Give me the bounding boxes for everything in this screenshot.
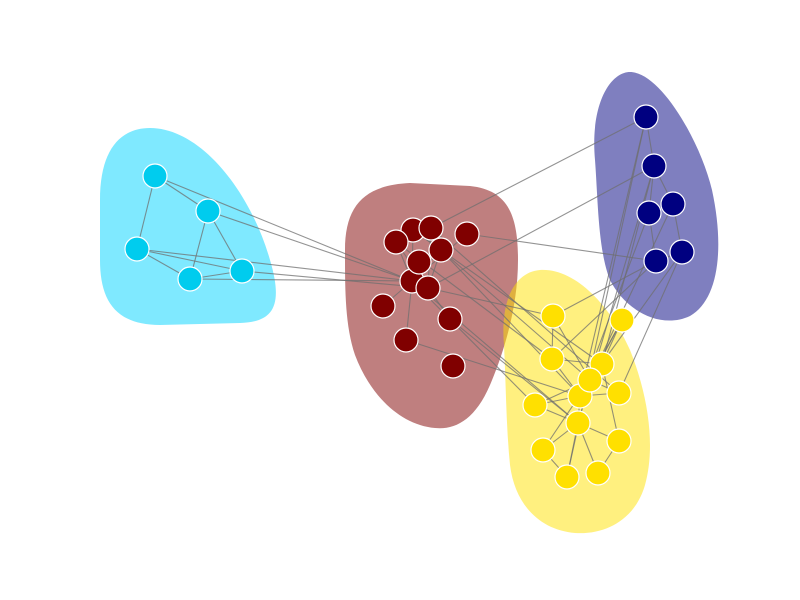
node-yellow-9 (530, 437, 556, 463)
cluster-hulls (100, 72, 719, 534)
edge-navy2-yellow12 (589, 203, 674, 381)
edge-cyan1-maroon5 (207, 210, 413, 282)
edge-maroon9-yellow4 (405, 339, 581, 397)
node-navy-4 (636, 200, 662, 226)
node-maroon-7 (415, 275, 441, 301)
node-yellow-1 (540, 303, 566, 329)
edge-navy5-yellow5 (618, 251, 683, 394)
node-yellow-13 (577, 367, 603, 393)
cluster-hull-navy (594, 72, 719, 321)
node-navy-5 (643, 248, 669, 274)
node-navy-2 (641, 153, 667, 179)
node-yellow-6 (606, 380, 632, 406)
network-nodes (124, 104, 695, 490)
node-cyan-5 (229, 258, 255, 284)
node-maroon-8 (370, 293, 396, 319)
edge-yellow3-yellow9 (601, 363, 620, 442)
node-navy-3 (660, 191, 686, 217)
node-yellow-7 (522, 392, 548, 418)
edge-maroon5-yellow7 (411, 280, 579, 424)
edge-cyan2-maroon5 (136, 248, 413, 282)
node-maroon-9 (437, 306, 463, 332)
edge-cyan3-maroon5 (189, 278, 413, 282)
node-yellow-11 (554, 464, 580, 490)
node-maroon-3 (383, 229, 409, 255)
edge-maroon1-navy0 (430, 116, 647, 229)
edge-maroon5-yellow6 (411, 280, 536, 406)
node-navy-6 (669, 239, 695, 265)
edge-maroon6-yellow0 (427, 287, 554, 317)
edge-navy1-yellow3 (601, 165, 655, 365)
edge-cyan0-maroon5 (154, 175, 413, 282)
node-maroon-4 (428, 237, 454, 263)
node-yellow-10 (606, 428, 632, 454)
node-cyan-3 (124, 236, 150, 262)
cluster-hull-cyan (100, 128, 276, 325)
edge-maroon4-navy4 (466, 233, 657, 262)
edge-maroon3-yellow4 (440, 249, 581, 397)
node-cyan-2 (195, 198, 221, 224)
node-cyan-4 (177, 266, 203, 292)
node-yellow-12 (585, 460, 611, 486)
node-yellow-8 (565, 410, 591, 436)
node-maroon-5 (454, 221, 480, 247)
edge-navy4-yellow0 (552, 260, 657, 317)
edge-navy0-yellow4 (579, 116, 647, 397)
node-yellow-3 (539, 346, 565, 372)
node-navy-1 (633, 104, 659, 130)
node-cyan-1 (142, 163, 168, 189)
edge-maroon8-yellow7 (449, 318, 579, 424)
node-maroon-11 (440, 353, 466, 379)
node-maroon-12 (406, 249, 432, 275)
edge-maroon3-yellow12 (440, 249, 591, 381)
edge-cyan2-cyan4 (136, 248, 243, 272)
edge-cyan4-maroon6 (241, 270, 429, 289)
node-yellow-2 (609, 307, 635, 333)
node-maroon-2 (418, 215, 444, 241)
node-maroon-10 (393, 327, 419, 353)
